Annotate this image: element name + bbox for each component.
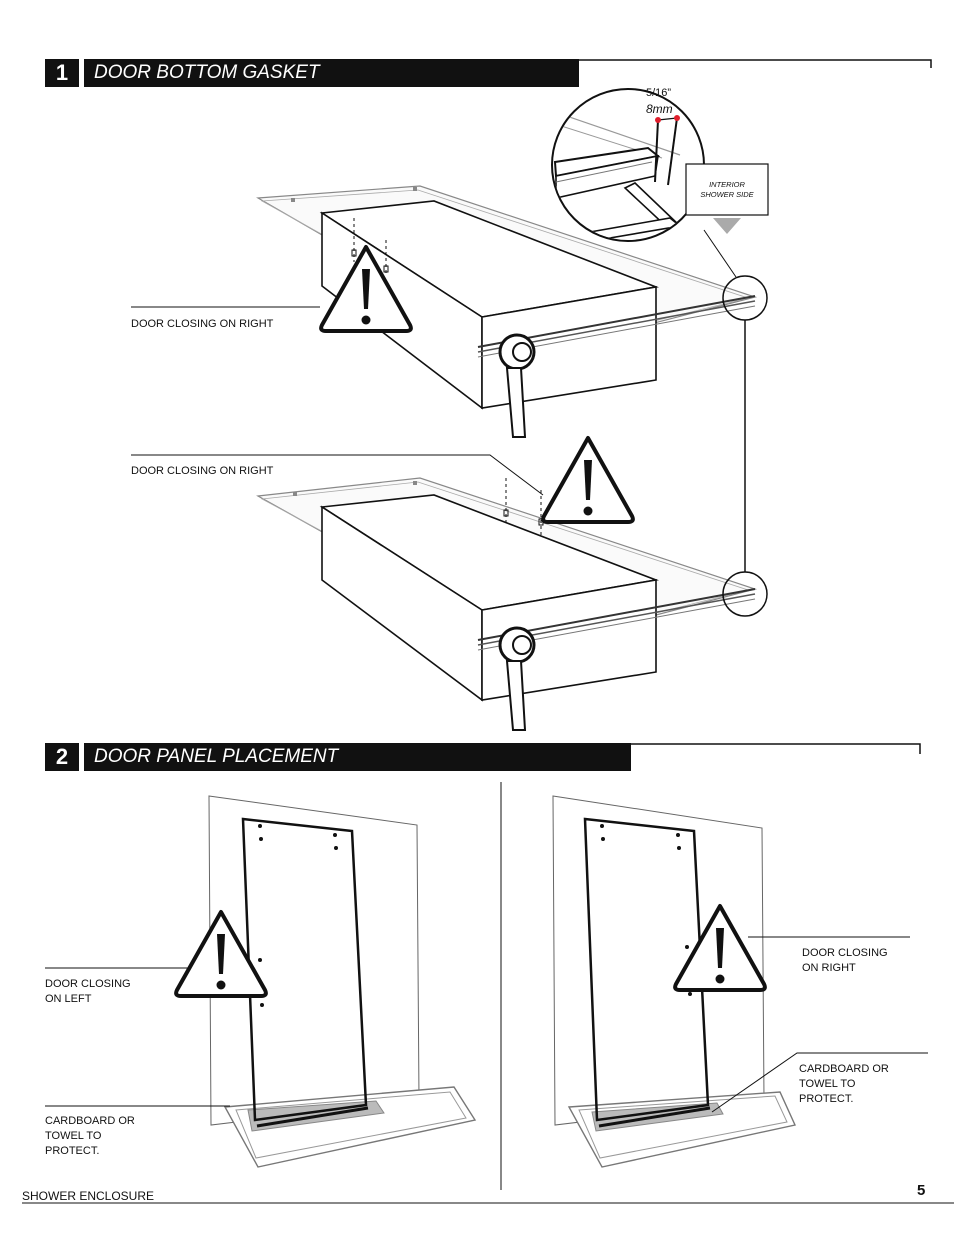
- step1-number: 1: [45, 59, 79, 87]
- gasket-size-imperial: 5/16”: [646, 87, 672, 99]
- label-cardboard-right: CARDBOARD OR TOWEL TO PROTECT.: [799, 1063, 889, 1105]
- interior-shower-side-label: INTERIOR SHOWER SIDE: [700, 180, 754, 199]
- gasket-size-metric: 8mm: [646, 102, 673, 116]
- label-door-closing-right-3: DOOR CLOSING ON RIGHT: [802, 947, 888, 974]
- label-cardboard-left: CARDBOARD OR TOWEL TO PROTECT.: [45, 1115, 135, 1157]
- door-assembly-bottom: [256, 477, 758, 731]
- label-door-closing-right-1: DOOR CLOSING ON RIGHT: [131, 318, 274, 330]
- gasket-detail-magnifier: [551, 88, 705, 242]
- label-door-closing-right-2: DOOR CLOSING ON RIGHT: [131, 465, 274, 477]
- label-door-closing-left: DOOR CLOSING ON LEFT: [45, 978, 131, 1005]
- footer-title: SHOWER ENCLOSURE: [22, 1189, 155, 1203]
- warning-icon: [541, 436, 635, 524]
- interior-label-box: [685, 163, 769, 216]
- page-number: 5: [917, 1182, 926, 1199]
- door-panel-right: [552, 795, 796, 1168]
- interior-arrow-icon: [713, 218, 741, 234]
- step1-title: DOOR BOTTOM GASKET: [84, 59, 579, 87]
- step2-title: DOOR PANEL PLACEMENT: [84, 743, 631, 771]
- step2-number: 2: [45, 743, 79, 771]
- door-panel-left: [208, 795, 477, 1168]
